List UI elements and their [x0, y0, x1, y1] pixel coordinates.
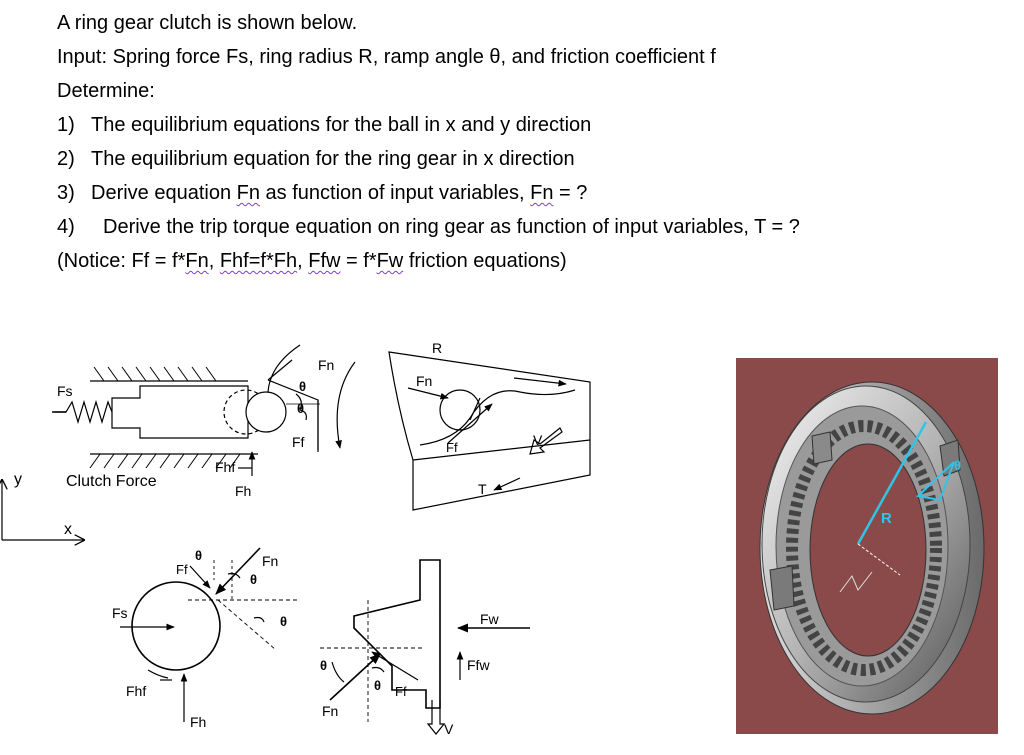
item-number: 2)	[57, 148, 75, 170]
label-r: R	[881, 510, 892, 527]
label-v: V	[533, 432, 543, 448]
notice-part: ,	[208, 250, 220, 272]
item-text-part: Fn	[530, 182, 554, 204]
label-fn: Fn	[322, 703, 338, 719]
label-fh: Fh	[235, 483, 251, 499]
label-r: R	[432, 340, 442, 356]
notice-part: Ffw	[308, 250, 341, 272]
item-number: 4)	[57, 216, 75, 238]
item-4: 4) Derive the trip torque equation on rin…	[57, 210, 800, 244]
label-fw: Fw	[480, 611, 500, 627]
problem-statement: A ring gear clutch is shown below. Input…	[57, 6, 800, 278]
label-ffw: Ffw	[467, 657, 490, 673]
label-clutch-force: Clutch Force	[66, 473, 157, 490]
ball-free-body-diagram	[120, 547, 300, 722]
label-fhf: Fhf	[126, 683, 146, 699]
label-fhf: Fhf	[215, 459, 235, 475]
ring-gear-free-body-diagram	[320, 559, 530, 735]
item-text-part: = ?	[553, 182, 588, 204]
label-ff: Ff	[292, 434, 305, 450]
item-3: 3) Derive equation Fn as function of inpu…	[57, 176, 800, 210]
notice-part: ,	[297, 250, 309, 272]
label-fs: Fs	[112, 605, 128, 621]
notice-part: Fn	[185, 250, 209, 272]
label-ff: Ff	[446, 440, 458, 455]
item-number: 1)	[57, 114, 75, 136]
label-theta: θ	[320, 658, 327, 673]
label-theta: θ	[299, 379, 306, 394]
label-y-axis: y	[14, 471, 22, 488]
label-ff: Ff	[176, 562, 188, 577]
intro-line: A ring gear clutch is shown below.	[57, 12, 358, 34]
label-ff: Ff	[395, 684, 407, 699]
label-fn: Fn	[318, 357, 334, 373]
notice-part: Fhf=f*Fh	[219, 250, 298, 272]
item-1: 1) The equilibrium equations for the ball…	[57, 108, 800, 142]
item-number: 3)	[57, 182, 75, 204]
label-theta: θ	[250, 572, 257, 587]
determine-line: Determine:	[57, 80, 155, 102]
input-line: Input: Spring force Fs, ring radius R, r…	[57, 46, 716, 68]
label-x-axis: x	[64, 521, 72, 538]
item-2: 2) The equilibrium equation for the ring …	[57, 142, 800, 176]
coordinate-axes	[2, 480, 84, 540]
item-text: Derive the trip torque equation on ring …	[103, 216, 800, 238]
item-text: The equilibrium equation for the ring ge…	[91, 148, 575, 170]
item-text-part: Fn	[236, 182, 260, 204]
label-theta: θ	[954, 458, 961, 473]
notice-part: friction equations)	[403, 250, 567, 272]
notice-line: (Notice: Ff = f*Fn, Fhf=f*Fh, Ffw = f*Fw…	[57, 244, 800, 278]
item-text-part: Derive equation	[91, 182, 237, 204]
label-theta: θ	[374, 678, 381, 693]
item-text-part: as function of input variables,	[260, 182, 531, 204]
label-theta: θ	[297, 401, 304, 416]
label-fs: Fs	[57, 383, 73, 399]
label-t: T	[478, 481, 487, 497]
label-fh: Fh	[190, 714, 206, 730]
ring-gear-render-image	[736, 358, 998, 734]
label-fn: Fn	[416, 373, 432, 389]
notice-part: (Notice: Ff = f*	[57, 250, 186, 272]
label-fn: Fn	[262, 553, 278, 569]
label-v: V	[444, 721, 454, 737]
notice-part: Fw	[376, 250, 404, 272]
notice-part: = f*	[340, 250, 377, 272]
label-theta: θ	[195, 548, 202, 563]
clutch-assembly-diagram	[52, 344, 356, 476]
ring-section-diagram	[388, 351, 591, 511]
label-theta: θ	[280, 614, 287, 629]
item-text: The equilibrium equations for the ball i…	[91, 114, 592, 136]
